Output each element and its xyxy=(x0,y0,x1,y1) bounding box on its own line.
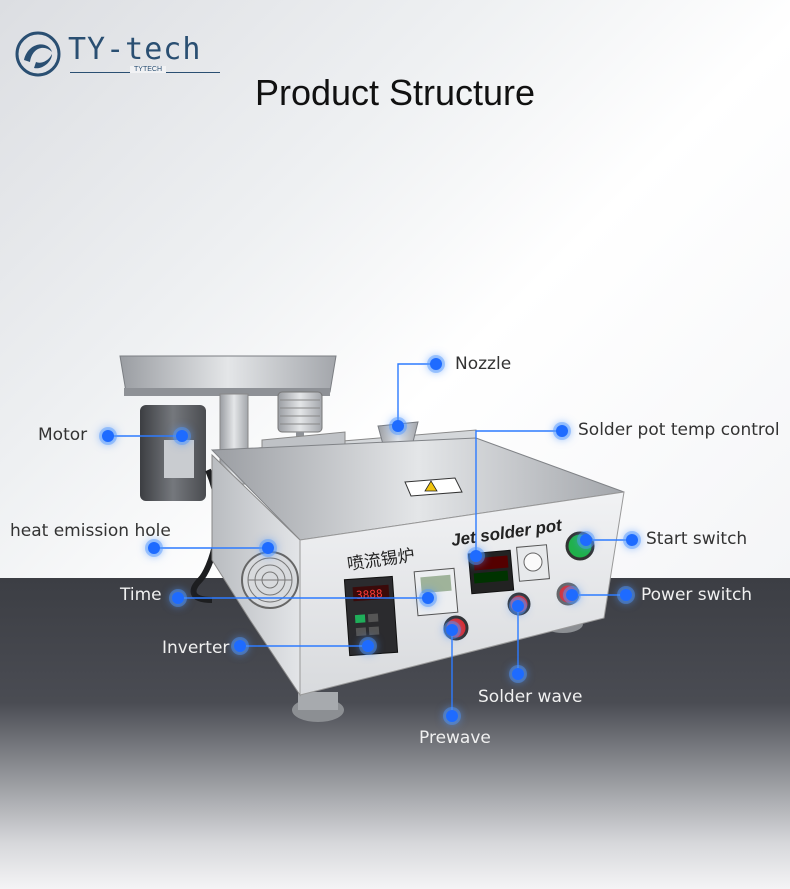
callout-dot-power-switch-end xyxy=(566,589,578,601)
brand-subtitle: TYTECH xyxy=(130,66,166,73)
callout-label-time: Time xyxy=(120,585,162,605)
callout-label-nozzle: Nozzle xyxy=(455,354,512,374)
callout-label-prewave: Prewave xyxy=(419,728,491,748)
callout-dot-motor-end xyxy=(176,430,188,442)
brand-swirl-icon xyxy=(15,31,61,77)
brand-logo: TY-tech TYTECH xyxy=(14,30,224,78)
callout-dot-power-switch xyxy=(620,589,632,601)
callout-dot-time xyxy=(172,592,184,604)
callout-label-start-switch: Start switch xyxy=(646,529,748,549)
callout-dot-inverter xyxy=(234,640,246,652)
inverter-display xyxy=(352,584,390,602)
callout-dot-start-switch xyxy=(626,534,638,546)
callout-label-solder-wave: Solder wave xyxy=(478,687,583,707)
leader-nozzle xyxy=(397,363,436,426)
callout-dot-temp-control xyxy=(556,425,568,437)
callout-dot-temp-control-end xyxy=(470,550,482,562)
callout-dot-solder-wave-end xyxy=(512,600,524,612)
callout-dot-prewave xyxy=(446,710,458,722)
callout-label-motor: Motor xyxy=(38,425,88,445)
callout-dot-nozzle-end xyxy=(392,420,404,432)
callout-label-inverter: Inverter xyxy=(162,638,230,658)
motor-label-plate xyxy=(164,440,194,478)
callout-dot-motor xyxy=(102,430,114,442)
callout-label-power-switch: Power switch xyxy=(641,585,753,605)
callout-dot-heat-emission-end xyxy=(262,542,274,554)
callout-dot-solder-wave xyxy=(512,668,524,680)
callout-dot-prewave-end xyxy=(446,624,458,636)
callout-dot-inverter-end xyxy=(362,640,374,652)
overhead-tray-edge xyxy=(124,388,330,396)
callout-dot-nozzle xyxy=(430,358,442,370)
callout-label-temp-control: Solder pot temp control xyxy=(578,420,780,440)
warning-triangle-icon xyxy=(424,480,438,492)
leader-temp-control xyxy=(475,430,562,556)
machine-foot xyxy=(298,692,338,710)
brand-name: TY-tech xyxy=(68,32,202,67)
callout-dot-time-end xyxy=(422,592,434,604)
callout-dot-heat-emission xyxy=(148,542,160,554)
callout-label-heat-emission: heat emission hole xyxy=(10,521,171,541)
callout-dot-start-switch-end xyxy=(580,534,592,546)
page-title: Product Structure xyxy=(254,72,536,113)
